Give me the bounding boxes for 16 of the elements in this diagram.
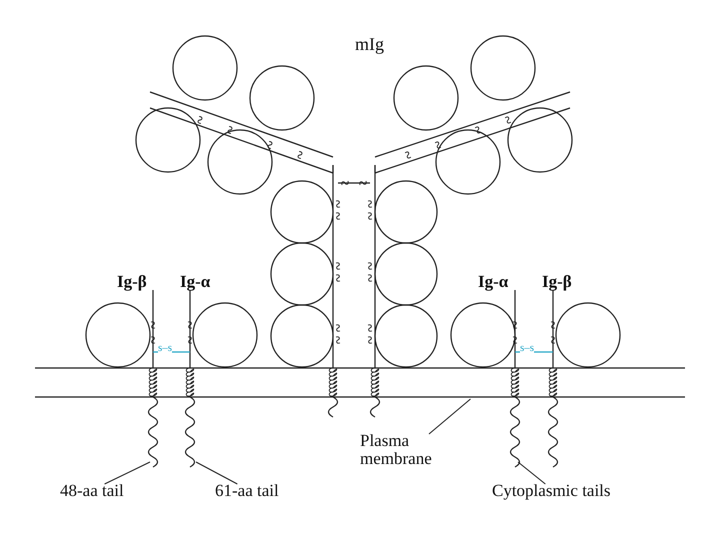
part-label: Plasma membrane — [360, 432, 475, 468]
plasma-membrane — [34, 367, 686, 398]
chain-label: Ig-α — [478, 273, 508, 291]
chain-label: Ig-α — [180, 273, 210, 291]
part-label: 48-aa tail — [60, 482, 124, 500]
disulfide-bond-label: s–s — [520, 343, 534, 355]
leader-line — [518, 462, 546, 484]
leader-line — [104, 462, 150, 484]
disulfide-bond-label: s–s — [158, 343, 172, 355]
chain-label: Ig-β — [542, 273, 572, 291]
leader-line — [196, 462, 238, 484]
chain-label: Ig-β — [117, 273, 147, 291]
leader-line — [428, 398, 471, 434]
part-label: 61-aa tail — [215, 482, 279, 500]
part-label: Cytoplasmic tails — [492, 482, 611, 500]
chain-label: mIg — [355, 35, 384, 54]
